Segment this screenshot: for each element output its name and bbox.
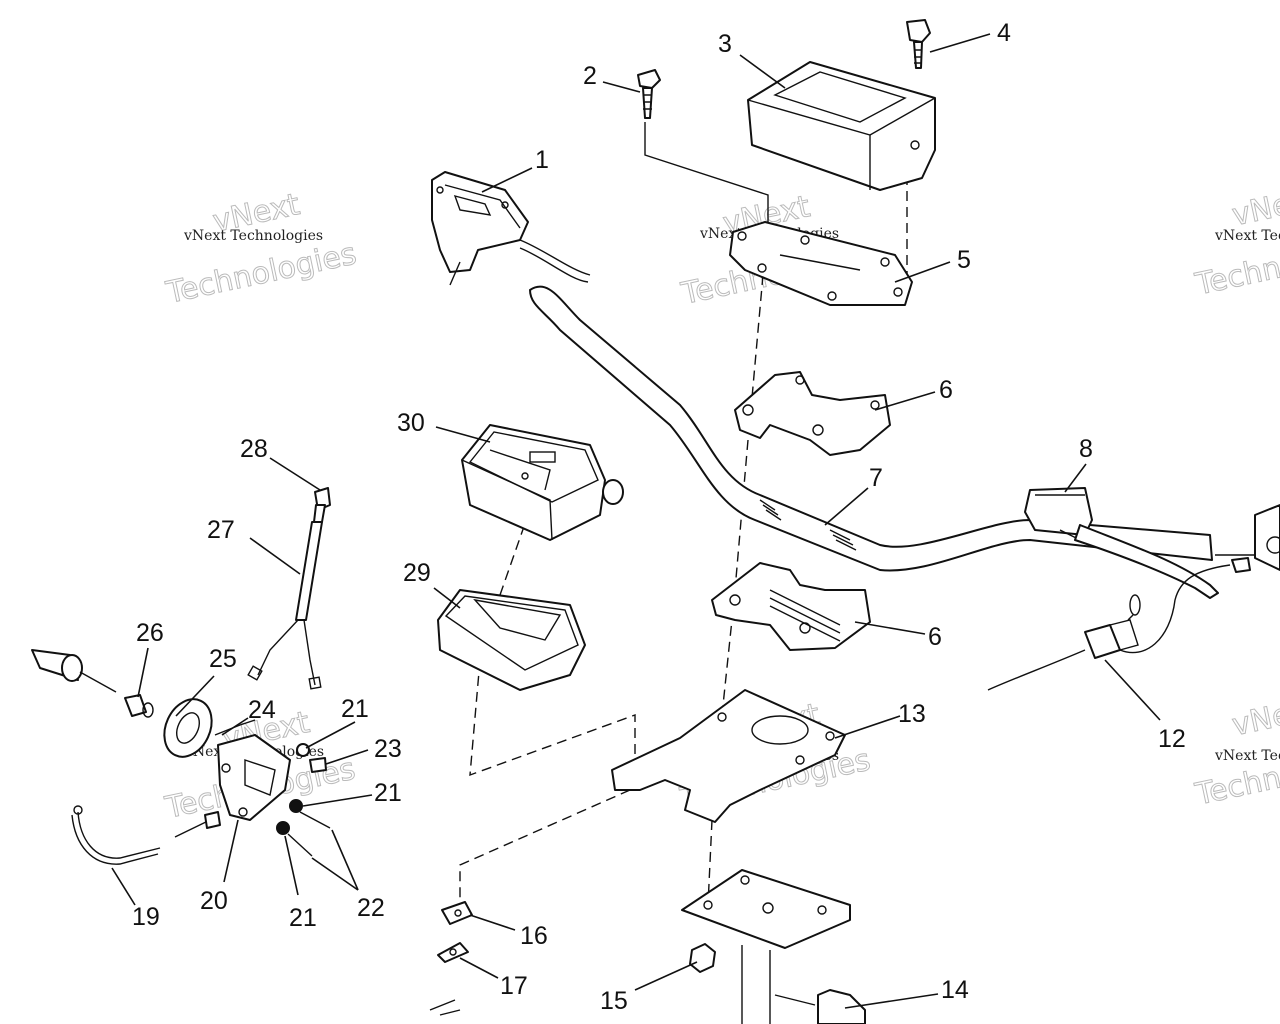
callout-21-middle: 21 bbox=[374, 779, 402, 807]
callout-26: 26 bbox=[136, 619, 164, 647]
callout-7: 7 bbox=[869, 464, 883, 492]
part-3-cover bbox=[747, 61, 936, 191]
part-30-speedometer bbox=[461, 424, 624, 541]
part-7-handlebar bbox=[529, 285, 1213, 572]
part-29-speedo-case bbox=[437, 589, 586, 691]
callout-8: 8 bbox=[1079, 435, 1093, 463]
callout-27: 27 bbox=[207, 516, 235, 544]
callout-29: 29 bbox=[403, 559, 431, 587]
part-21-nut-c bbox=[276, 821, 290, 835]
part-21-nut-a bbox=[296, 743, 310, 757]
part-22-screws bbox=[174, 811, 331, 857]
part-6-lower-clamp bbox=[711, 562, 871, 651]
callout-30: 30 bbox=[397, 409, 425, 437]
watermark-text-right: vNext Technologies bbox=[1214, 228, 1280, 244]
part-15-nut bbox=[689, 943, 716, 973]
part-20-housing bbox=[217, 734, 291, 821]
callout-24: 24 bbox=[248, 696, 276, 724]
part-17-clip bbox=[437, 942, 469, 963]
watermark-text-lower-right: vNext Technologies bbox=[1214, 748, 1280, 764]
callout-2: 2 bbox=[583, 62, 597, 90]
part-14-steering-post bbox=[681, 869, 866, 1024]
callout-17: 17 bbox=[500, 972, 528, 1000]
callout-4: 4 bbox=[997, 19, 1011, 47]
callout-3: 3 bbox=[718, 30, 732, 58]
part-19-cable bbox=[71, 805, 161, 865]
callout-25: 25 bbox=[209, 645, 237, 673]
callout-6-lower: 6 bbox=[928, 623, 942, 651]
callout-21-top: 21 bbox=[341, 695, 369, 723]
callout-numbers: 1 2 3 4 5 6 7 8 6 12 13 14 15 16 17 19 2… bbox=[132, 19, 1186, 1015]
watermark-word: Technologies bbox=[163, 236, 360, 311]
callout-19: 19 bbox=[132, 903, 160, 931]
part-6-upper-clamp bbox=[734, 371, 891, 456]
part-26-screw bbox=[124, 694, 154, 718]
part-16-clip bbox=[441, 901, 473, 925]
watermark-text-left: vNext Technologies bbox=[183, 228, 323, 244]
watermark-brand: vNext bbox=[1229, 181, 1280, 234]
part-12-connector bbox=[987, 564, 1231, 691]
callout-1: 1 bbox=[535, 146, 549, 174]
callout-5: 5 bbox=[957, 246, 971, 274]
callout-13: 13 bbox=[898, 700, 926, 728]
callout-23: 23 bbox=[374, 735, 402, 763]
part-23-screw bbox=[309, 757, 327, 773]
part-24-spring bbox=[214, 719, 256, 736]
callout-15: 15 bbox=[600, 987, 628, 1015]
part-4-bolt bbox=[906, 19, 931, 69]
callout-6-upper: 6 bbox=[939, 376, 953, 404]
callout-28: 28 bbox=[240, 435, 268, 463]
watermark-left: vNext Technologies bbox=[162, 187, 360, 312]
part-2-bolt bbox=[637, 69, 661, 119]
callout-20: 20 bbox=[200, 887, 228, 915]
part-27-harness bbox=[247, 521, 323, 690]
callout-12: 12 bbox=[1158, 725, 1186, 753]
callout-16: 16 bbox=[520, 922, 548, 950]
part-5-plate bbox=[729, 221, 913, 306]
leader-lines bbox=[111, 33, 1161, 1009]
watermark-lower-right: vNext Technologies bbox=[1191, 690, 1280, 813]
part-1-master-cylinder bbox=[431, 171, 591, 286]
grip-bar-end bbox=[31, 649, 117, 693]
callout-22: 22 bbox=[357, 894, 385, 922]
watermark-brand: vNext bbox=[1229, 691, 1280, 744]
part-21-nut-b bbox=[289, 799, 303, 813]
part-25-washer bbox=[163, 698, 213, 758]
cable-end bbox=[429, 999, 461, 1016]
callout-14: 14 bbox=[941, 976, 969, 1004]
part-28-sensor bbox=[313, 487, 331, 523]
part-13-bracket bbox=[611, 689, 846, 823]
brake-lever bbox=[1074, 504, 1280, 599]
callout-21-bottom: 21 bbox=[289, 904, 317, 932]
